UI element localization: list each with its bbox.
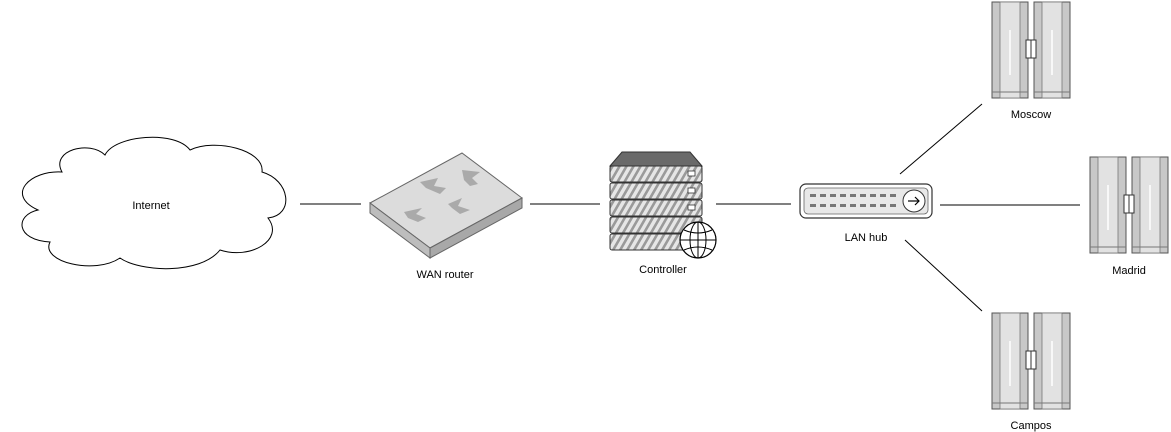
lan-hub-node[interactable]: LAN hub: [799, 183, 933, 244]
connections: [300, 103, 1080, 312]
server-globe-icon: [608, 151, 717, 259]
controller-label: Controller: [639, 264, 687, 276]
rack-server-icon: [989, 0, 1073, 101]
wan-router-label: WAN router: [416, 269, 473, 281]
controller-node[interactable]: Controller: [608, 151, 717, 276]
rack-server-icon: [989, 310, 1073, 412]
internet-label: Internet: [132, 200, 169, 212]
edge-lan-hub-campos: [904, 239, 983, 312]
edge-lan-hub-moscow: [899, 103, 983, 175]
lan-hub-label: LAN hub: [845, 232, 888, 244]
campos-node[interactable]: Campos: [989, 310, 1073, 432]
rack-server-icon: [1087, 154, 1171, 256]
madrid-label: Madrid: [1112, 265, 1146, 277]
moscow-label: Moscow: [1011, 109, 1051, 121]
cloud-icon: [21, 136, 287, 270]
wan-router-node[interactable]: WAN router: [369, 152, 523, 281]
campos-label: Campos: [1011, 420, 1052, 432]
moscow-node[interactable]: Moscow: [989, 0, 1073, 121]
hub-icon: [799, 183, 933, 219]
madrid-node[interactable]: Madrid: [1087, 154, 1171, 277]
router-icon: [369, 152, 523, 259]
internet-node[interactable]: Internet: [21, 136, 287, 270]
